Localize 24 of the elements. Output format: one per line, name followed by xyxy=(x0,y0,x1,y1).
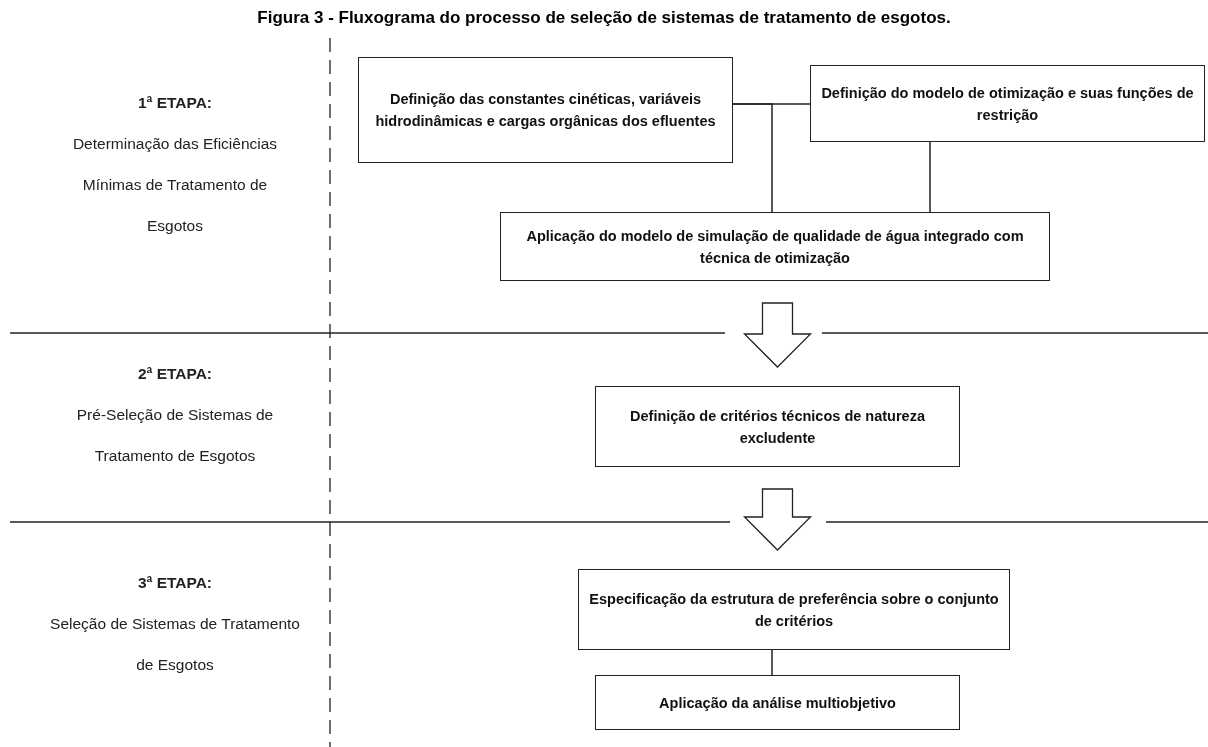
stage-heading: 3ª ETAPA: xyxy=(136,573,214,593)
box-text: Aplicação da análise multiobjetivo xyxy=(659,693,896,713)
process-box xyxy=(500,212,1050,281)
box-text: Aplicação do modelo de simulação de qualidade de água integrado com técnica de otimização xyxy=(525,226,1025,268)
block-arrow xyxy=(742,488,813,551)
box-text: Definição de critérios técnicos de natureza excludente xyxy=(629,406,926,448)
process-box xyxy=(358,57,733,163)
stage-description: Determinação das Eficiências Mínimas de Tratamento de Esgotos xyxy=(71,134,279,236)
box-text: Definição do modelo de otimização e suas funções de restrição xyxy=(820,83,1195,125)
box-text: Especificação da estrutura de preferência sobre o conjunto de critérios xyxy=(588,589,1000,631)
stage-description: Seleção de Sistemas de Tratamento de Esgotos xyxy=(49,614,301,675)
box-text: Definição das constantes cinéticas, variáveis hidrodinâmicas e cargas orgânicas dos efluentes xyxy=(374,90,717,131)
block-arrow xyxy=(742,302,813,368)
stage-description: Pré-Seleção de Sistemas de Tratamento de Esgotos xyxy=(75,405,275,466)
stage-heading: 1ª ETAPA: xyxy=(136,93,214,113)
stage-heading: 2ª ETAPA: xyxy=(136,364,214,384)
process-box xyxy=(578,569,1010,650)
connector-line xyxy=(732,103,773,213)
connector-line xyxy=(929,141,931,213)
process-box xyxy=(595,386,960,467)
process-box xyxy=(595,675,960,730)
connector-line xyxy=(771,649,773,676)
process-box xyxy=(810,65,1205,142)
figure-title: Figura 3 - Fluxograma do processo de seleção de sistemas de tratamento de esgotos. xyxy=(256,8,952,28)
